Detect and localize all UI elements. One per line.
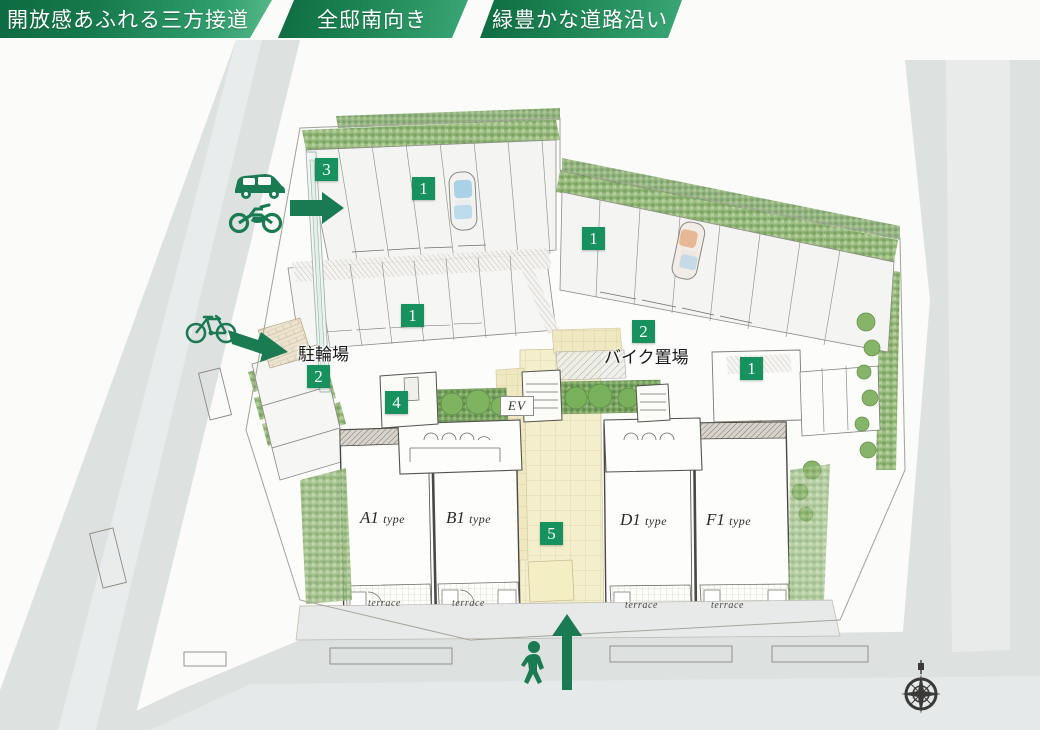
unit-a1-suffix: type bbox=[383, 512, 406, 526]
unit-b1-suffix: type bbox=[469, 512, 492, 526]
unit-label-f1: F1 type bbox=[706, 510, 751, 530]
header-tab-bar: 開放感あふれる三方接道 全邸南向き 緑豊かな道路沿い bbox=[0, 0, 1040, 40]
car-icon bbox=[231, 168, 287, 205]
unit-b1-name: B1 bbox=[446, 508, 465, 527]
unit-label-b1: B1 type bbox=[446, 508, 491, 528]
badge-4-service-area[interactable]: 4 bbox=[385, 391, 408, 414]
badge-1-parking-east[interactable]: 1 bbox=[740, 357, 763, 380]
badge-3-car-entrance[interactable]: 3 bbox=[315, 158, 338, 181]
label-motorbike-parking: バイク置場 bbox=[604, 348, 689, 367]
badge-2-motorbike-parking[interactable]: 2 bbox=[632, 320, 655, 343]
terrace-label: terrace bbox=[368, 598, 402, 609]
label-bicycle-parking: 駐輪場 bbox=[298, 345, 349, 364]
tab-green-roadside[interactable]: 緑豊かな道路沿い bbox=[480, 0, 682, 38]
badge-1-parking-northeast[interactable]: 1 bbox=[582, 227, 605, 250]
tab-open-three-side-road[interactable]: 開放感あふれる三方接道 bbox=[0, 0, 272, 38]
unit-label-a1: A1 type bbox=[360, 508, 405, 528]
tab-all-south-facing[interactable]: 全邸南向き bbox=[278, 0, 468, 38]
bicycle-icon bbox=[185, 310, 237, 349]
badge-2-bicycle-parking[interactable]: 2 bbox=[307, 365, 330, 388]
badge-1-parking-north[interactable]: 1 bbox=[412, 177, 435, 200]
unit-a1-name: A1 bbox=[360, 508, 379, 527]
unit-f1-suffix: type bbox=[729, 514, 752, 528]
unit-d1-suffix: type bbox=[645, 514, 668, 528]
unit-label-d1: D1 type bbox=[620, 510, 667, 530]
motorcycle-icon bbox=[227, 199, 285, 238]
unit-f1-name: F1 bbox=[706, 510, 725, 529]
badge-5-courtyard[interactable]: 5 bbox=[540, 522, 563, 545]
unit-d1-name: D1 bbox=[620, 510, 641, 529]
badge-1-parking-middle[interactable]: 1 bbox=[401, 304, 424, 327]
terrace-label: terrace bbox=[625, 600, 659, 611]
compass-icon bbox=[898, 660, 944, 723]
pedestrian-icon bbox=[518, 640, 552, 691]
elevator-label: EV bbox=[500, 396, 534, 416]
terrace-label: terrace bbox=[711, 600, 745, 611]
terrace-label: terrace bbox=[452, 598, 486, 609]
